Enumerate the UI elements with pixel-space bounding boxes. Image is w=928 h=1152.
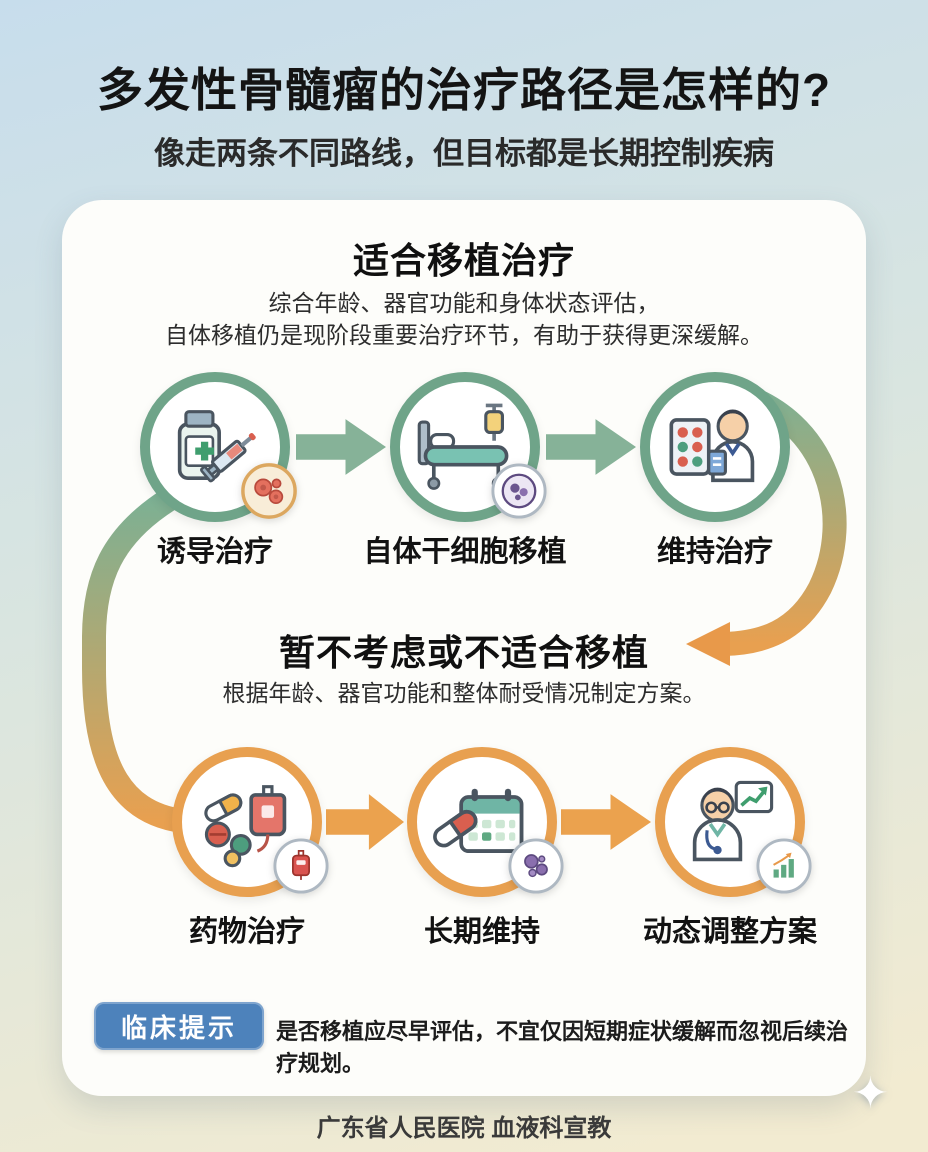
footer-credit: 广东省人民医院 血液科宣教 bbox=[316, 1115, 612, 1142]
page-title: 多发性骨髓瘤的治疗路径是怎样的? bbox=[96, 64, 832, 116]
step-drug-therapy-circle bbox=[172, 747, 329, 897]
doctor-blister-pack-icon bbox=[669, 409, 755, 483]
step-maintenance-circle bbox=[640, 372, 790, 522]
left-curve-connector bbox=[82, 488, 194, 833]
page-subtitle: 像走两条不同路线，但目标都是长期控制疾病 bbox=[154, 136, 774, 171]
step-adjust-plan-circle bbox=[655, 747, 812, 897]
transplant-section-desc-line2: 自体移植仍是现阶段重要治疗环节，有助于获得更深缓解。 bbox=[165, 322, 763, 348]
bar-chart-badge bbox=[755, 837, 813, 895]
sparkle-icon: ✦ bbox=[852, 1069, 889, 1118]
red-cells-badge bbox=[240, 462, 298, 520]
step-long-term-circle bbox=[407, 747, 564, 897]
step-label-transplant: 自体干细胞移植 bbox=[363, 536, 567, 568]
clinical-tip-badge: 临床提示 bbox=[94, 1002, 264, 1050]
flow-connector-curves bbox=[82, 380, 847, 833]
transplant-section-desc-line1: 综合年龄、器官功能和身体状态评估， bbox=[268, 290, 660, 316]
purple-cells-badge bbox=[507, 837, 565, 895]
stem-cell-badge bbox=[490, 462, 548, 520]
non-transplant-section-desc: 根据年龄、器官功能和整体耐受情况制定方案。 bbox=[222, 680, 706, 706]
pills-iv-bag-icon bbox=[204, 785, 287, 868]
red-cells-badge-icon bbox=[241, 463, 297, 519]
doctor-chart-icon bbox=[692, 780, 774, 862]
transplant-section-title: 适合移植治疗 bbox=[352, 240, 575, 281]
medicine-bottle-syringe-icon bbox=[177, 410, 256, 483]
capsule-calendar-icon bbox=[433, 788, 524, 853]
stem-cell-badge-icon bbox=[491, 463, 547, 519]
content-card: 适合移植治疗 综合年龄、器官功能和身体状态评估， 自体移植仍是现阶段重要治疗环节… bbox=[62, 200, 866, 1096]
step-label-adjust-plan: 动态调整方案 bbox=[642, 916, 817, 948]
blood-bag-badge-icon bbox=[273, 838, 329, 894]
bar-chart-badge-icon bbox=[756, 838, 812, 894]
clinical-tip-text: 是否移植应尽早评估，不宜仅因短期症状缓解而忽视后续治疗规划。 bbox=[276, 1019, 849, 1076]
step-label-drug-therapy: 药物治疗 bbox=[188, 916, 305, 948]
step-transplant-circle bbox=[390, 372, 547, 522]
step-label-maintenance: 维持治疗 bbox=[656, 536, 773, 568]
blood-bag-badge bbox=[272, 837, 330, 895]
step-label-induction: 诱导治疗 bbox=[156, 536, 273, 568]
step-induction-circle bbox=[140, 372, 297, 522]
step-label-long-term: 长期维持 bbox=[423, 916, 540, 948]
right-curve-connector bbox=[712, 380, 847, 656]
hospital-bed-iv-icon bbox=[417, 403, 509, 490]
non-transplant-section-title: 暂不考虑或不适合移植 bbox=[278, 632, 649, 673]
purple-cells-badge-icon bbox=[508, 838, 564, 894]
curve-arrowhead-icon bbox=[686, 622, 730, 666]
